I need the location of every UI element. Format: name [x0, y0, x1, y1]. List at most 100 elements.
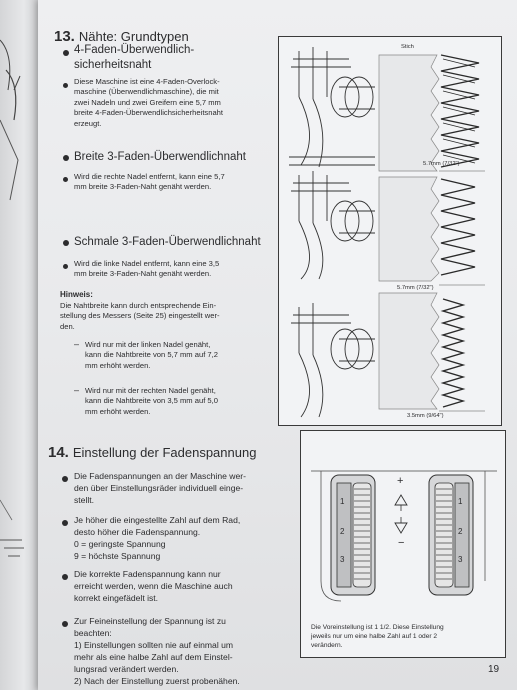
stitch-column-3	[440, 298, 466, 408]
needle-sketch-1	[289, 47, 375, 168]
text-line: beachten:	[74, 628, 112, 638]
item2-title: Breite 3-Faden-Überwendlichnaht	[74, 151, 246, 163]
fabric-panel-2	[378, 176, 440, 282]
hinweis-sub1: Wird nur mit der linken Nadel genäht, ka…	[85, 340, 218, 371]
item1-text: Diese Maschine ist eine 4-Faden-Overlock…	[74, 77, 223, 129]
text-line: verändern.	[311, 642, 343, 649]
bullet-dot	[63, 155, 69, 161]
previous-page-sketch	[0, 39, 24, 557]
bullet-dot	[63, 50, 69, 56]
section-13-number: 13.	[54, 28, 75, 45]
s14-bullet-1: Die Fadenspannungen an der Maschine wer-…	[74, 470, 246, 506]
text-line: 1) Einstellungen sollten nie auf einmal …	[74, 640, 234, 650]
text-line: Zur Feineinstellung der Spannung ist zu	[74, 616, 226, 626]
text-line: breite 4-Faden-Überwendlichsicherheitsna…	[74, 108, 224, 118]
stich-label: Stich	[401, 44, 414, 50]
right-dial-ridges	[436, 488, 452, 580]
seam-types-figure: Stich 5.7mm (7/32") 5.7mm (7/32") 3.5mm …	[278, 36, 502, 426]
text-line: Wird nur mit der rechten Nadel genäht,	[85, 386, 216, 395]
text-line: Je höher die eingestellte Zahl auf dem R…	[74, 515, 241, 525]
hinweis-sub2: Wird nur mit der rechten Nadel genäht, k…	[85, 386, 218, 417]
s14-bullet-3: Die korrekte Fadenspannung kann nur erre…	[74, 568, 233, 604]
page-number: 19	[488, 664, 500, 675]
text-line: kann die Nahtbreite von 5,7 mm auf 7,2	[85, 350, 218, 360]
bullet-dot	[62, 476, 68, 482]
up-arrow-icon	[394, 494, 408, 506]
text-line: jeweils nur um eine halbe Zahl auf 1 ode…	[311, 633, 438, 640]
dial-number-2: 2	[340, 527, 345, 536]
dash-marker: –	[74, 385, 80, 395]
text-line: Wird die linke Nadel entfernt, kann eine…	[74, 259, 220, 268]
manual-page: 13.Nähte: Grundtypen 4-Faden-Überwendlic…	[38, 0, 517, 690]
text-line: 2) Nach der Einstellung zuerst probenähe…	[74, 676, 240, 686]
text-line: erreicht werden, wenn die Maschine auch	[74, 581, 233, 591]
left-dial-ridges	[354, 488, 370, 580]
stitch-column-2	[440, 178, 476, 276]
text-line: zwei Nadeln und zwei Greifern eine 5,7 m…	[74, 97, 221, 107]
measure-lines	[439, 170, 485, 412]
plus-sign: +	[397, 475, 404, 487]
section-14-title: Einstellung der Fadenspannung	[72, 445, 257, 460]
hinweis-title: Hinweis:	[60, 290, 93, 299]
text-line: Wird nur mit der linken Nadel genäht,	[85, 340, 211, 349]
text-line: mm breite 3-Faden-Naht genäht werden.	[74, 269, 212, 279]
item1-title: 4-Faden-Überwendlich- sicherheitsnaht	[74, 43, 194, 73]
text-line: lungsrad verändert werden.	[74, 664, 179, 674]
text-line: 0 = geringste Spannung	[74, 539, 166, 549]
text-line: erzeugt.	[74, 118, 102, 128]
text-line: Diese Maschine ist eine 4-Faden-Overlock…	[74, 77, 220, 86]
bullet-dot	[63, 240, 69, 246]
width-label-3: 3.5mm (9/64")	[407, 413, 444, 419]
section-13-heading: 13.Nähte: Grundtypen	[54, 28, 189, 45]
text-line: den.	[60, 321, 75, 331]
dial-number-2-right: 2	[458, 527, 463, 536]
text-line: kann die Nahtbreite von 3,5 mm auf 5,0	[85, 396, 218, 406]
bullet-dot	[62, 520, 68, 526]
text-line: stellung des Messers (Seite 25) eingeste…	[60, 311, 220, 321]
text-line: mm breite 3-Faden-Naht genäht werden.	[74, 182, 212, 192]
dial-number-3-right: 3	[458, 555, 463, 564]
bullet-dot	[62, 621, 68, 627]
dial-number-3: 3	[340, 555, 345, 564]
text-line: stellt.	[74, 495, 95, 505]
section-14-number: 14.	[48, 444, 69, 461]
text-line: 9 = höchste Spannung	[74, 551, 161, 561]
item1-title-line: sicherheitsnaht	[74, 59, 152, 71]
text-line: Die korrekte Fadenspannung kann nur	[74, 569, 221, 579]
fabric-panel-1	[378, 54, 440, 172]
bullet-dot	[63, 264, 68, 269]
section-14-heading: 14.Einstellung der Fadenspannung	[48, 444, 256, 461]
item3-title: Schmale 3-Faden-Überwendlichnaht	[74, 236, 261, 248]
previous-page-edge	[0, 0, 40, 690]
text-line: maschine (Überwendlichmaschine), die mit	[74, 87, 219, 97]
dial-number-1: 1	[340, 497, 345, 506]
fabric-panel-3	[378, 292, 440, 410]
text-line: Die Voreinstellung ist 1 1/2. Diese Eins…	[311, 624, 444, 631]
text-line: Die Nahtbreite kann durch entsprechende …	[60, 301, 217, 310]
s14-bullet-4: Zur Feineinstellung der Spannung ist zu …	[74, 615, 240, 687]
bullet-dot	[63, 177, 68, 182]
bullet-dot	[63, 83, 68, 88]
text-line: Die Fadenspannungen an der Maschine wer-	[74, 471, 246, 481]
text-line: Wird die rechte Nadel entfernt, kann ein…	[74, 172, 225, 181]
down-arrow-icon	[394, 522, 408, 534]
text-line: mm erhöht werden.	[85, 360, 151, 370]
tension-dial-figure: + − 1 2 3 1 2 3 Die Voreinstellung ist 1…	[300, 430, 506, 658]
dial-number-1-right: 1	[458, 497, 463, 506]
dash-marker: –	[74, 339, 80, 349]
needle-sketch-2	[291, 171, 375, 280]
item3-text: Wird die linke Nadel entfernt, kann eine…	[74, 259, 219, 280]
text-line: korrekt eingefädelt ist.	[74, 593, 159, 603]
seam-illustrations	[289, 47, 485, 418]
bullet-dot	[62, 574, 68, 580]
text-line: mehr als eine halbe Zahl auf dem Einstel…	[74, 652, 233, 662]
text-line: desto höher die Fadenspannung.	[74, 527, 201, 537]
s14-bullet-2: Je höher die eingestellte Zahl auf dem R…	[74, 514, 240, 562]
width-label-2: 5.7mm (7/32")	[397, 285, 434, 291]
text-line: den über Einstellungsräder individuell e…	[74, 483, 244, 493]
text-line: mm erhöht werden.	[85, 406, 151, 416]
minus-sign: −	[398, 537, 405, 549]
item1-title-line: 4-Faden-Überwendlich-	[74, 44, 195, 56]
stitch-column-1	[440, 54, 480, 168]
item2-text: Wird die rechte Nadel entfernt, kann ein…	[74, 172, 225, 193]
